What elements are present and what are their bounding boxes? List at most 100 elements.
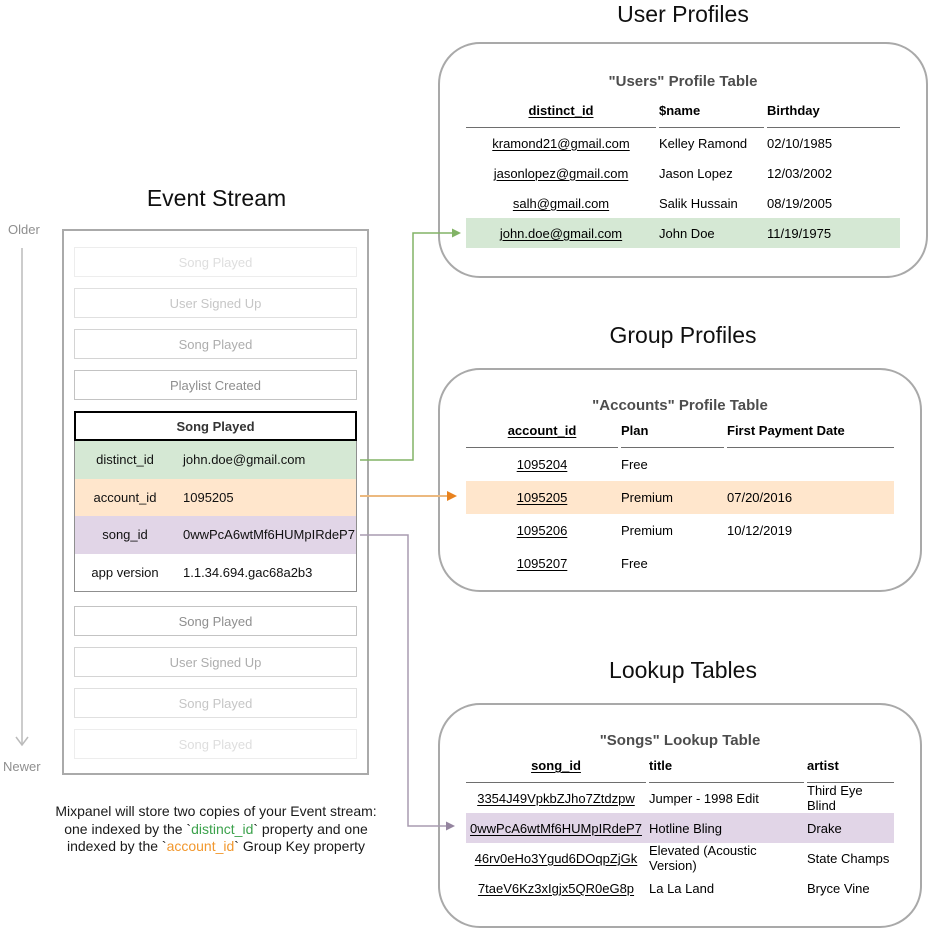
property-value: 0wwPcA6wtMf6HUMpIRdeP7 xyxy=(183,527,355,543)
cell-title: Elevated (Acoustic Version) xyxy=(649,843,757,873)
table-row: 46rv0eHo3Ygud6DOqpZjGk Elevated (Acousti… xyxy=(466,843,894,873)
property-value: 1095205 xyxy=(183,489,234,505)
property-value: john.doe@gmail.com xyxy=(183,452,306,468)
table-row: 7taeV6Kz3xIgjx5QR0eG8p La La Land Bryce … xyxy=(466,873,894,903)
event-label: Song Played xyxy=(178,736,253,752)
cell-name: Kelley Ramond xyxy=(659,135,748,151)
accounts-col-plan: Plan xyxy=(621,423,724,448)
group-profiles-title: Group Profiles xyxy=(609,322,757,348)
property-row-app-version: app version 1.1.34.694.gac68a2b3 xyxy=(75,554,356,592)
caption-distinct-id: distinct_id xyxy=(191,820,254,837)
table-row: salh@gmail.com Salik Hussain 08/19/2005 xyxy=(466,188,900,218)
property-row-song-id: song_id 0wwPcA6wtMf6HUMpIRdeP7 xyxy=(75,516,356,554)
songs-col-song-id: song_id xyxy=(466,758,646,783)
older-label: Older xyxy=(8,222,40,237)
cell-account-id: 1095205 xyxy=(516,490,568,505)
accounts-profile-card: "Accounts" Profile Table account_id Plan… xyxy=(438,368,922,592)
cell-account-id: 1095206 xyxy=(516,523,568,538)
table-row: 3354J49VpkbZJho7Ztdzpw Jumper - 1998 Edi… xyxy=(466,783,894,813)
cell-account-id: 1095204 xyxy=(516,457,568,472)
table-row: jasonlopez@gmail.com Jason Lopez 12/03/2… xyxy=(466,158,900,188)
users-col-name: $name xyxy=(659,103,764,128)
cell-name: Salik Hussain xyxy=(659,195,738,211)
cell-distinct-id: john.doe@gmail.com xyxy=(499,225,623,241)
cell-plan: Free xyxy=(621,556,648,571)
cell-plan: Premium xyxy=(621,490,674,505)
songs-lookup-card: "Songs" Lookup Table song_id title artis… xyxy=(438,703,922,928)
caption-text: indexed by the ` xyxy=(66,838,167,854)
property-row-distinct-id: distinct_id john.doe@gmail.com xyxy=(75,441,356,479)
table-row: 1095204 Free xyxy=(466,448,894,481)
event-label: User Signed Up xyxy=(169,295,262,311)
cell-title: Jumper - 1998 Edit xyxy=(649,790,759,806)
property-key: song_id xyxy=(102,527,148,543)
expanded-event-title: Song Played xyxy=(74,411,357,441)
cell-plan: Premium xyxy=(621,523,674,538)
event-box-faded: Song Played xyxy=(74,688,357,718)
caption-text: Mixpanel will store two copies of your E… xyxy=(55,803,377,819)
event-label: Playlist Created xyxy=(169,377,262,393)
table-row-highlighted: 1095205 Premium 07/20/2016 xyxy=(466,481,894,514)
cell-name: Jason Lopez xyxy=(659,165,733,181)
cell-plan: Free xyxy=(621,457,648,472)
cell-artist: Bryce Vine xyxy=(807,880,870,896)
cell-first-payment-date: 07/20/2016 xyxy=(727,490,793,505)
cell-song-id: 3354J49VpkbZJho7Ztdzpw xyxy=(477,790,635,806)
property-key: app version xyxy=(91,564,159,580)
table-row: 1095206 Premium 10/12/2019 xyxy=(466,514,894,547)
diagram-caption: Mixpanel will store two copies of your E… xyxy=(20,803,412,856)
table-row-highlighted: 0wwPcA6wtMf6HUMpIRdeP7 Hotline Bling Dra… xyxy=(466,813,894,843)
event-box-faded: Song Played xyxy=(74,606,357,636)
songs-table-header: song_id title artist xyxy=(466,758,894,783)
property-row-account-id: account_id 1095205 xyxy=(75,478,356,516)
cell-song-id: 7taeV6Kz3xIgjx5QR0eG8p xyxy=(477,880,635,896)
newer-label: Newer xyxy=(3,759,41,774)
cell-artist: Third Eye Blind xyxy=(807,783,863,813)
event-box-faded: Playlist Created xyxy=(74,370,357,400)
accounts-table-heading: "Accounts" Profile Table xyxy=(592,397,768,414)
cell-birthday: 02/10/1985 xyxy=(767,135,833,151)
users-profile-card: "Users" Profile Table distinct_id $name … xyxy=(438,42,928,278)
caption-account-id: account_id xyxy=(166,838,235,854)
caption-text: one indexed by the ` xyxy=(64,820,192,837)
cell-artist: Drake xyxy=(807,820,842,836)
table-row-highlighted: john.doe@gmail.com John Doe 11/19/1975 xyxy=(466,218,900,248)
cell-first-payment-date: 10/12/2019 xyxy=(727,523,793,538)
event-label: Song Played xyxy=(178,695,253,711)
table-row: kramond21@gmail.com Kelley Ramond 02/10/… xyxy=(466,128,900,158)
cell-distinct-id: salh@gmail.com xyxy=(512,195,610,211)
event-box-faded: Song Played xyxy=(74,329,357,359)
event-box-faded: User Signed Up xyxy=(74,647,357,677)
lookup-tables-title: Lookup Tables xyxy=(609,657,757,683)
caption-text: ` Group Key property xyxy=(234,838,366,854)
table-row: 1095207 Free xyxy=(466,547,894,580)
event-label: Song Played xyxy=(178,613,253,629)
expanded-event-card: Song Played distinct_id john.doe@gmail.c… xyxy=(74,411,357,592)
songs-table-heading: "Songs" Lookup Table xyxy=(599,732,761,749)
cell-song-id: 0wwPcA6wtMf6HUMpIRdeP7 xyxy=(470,820,642,836)
cell-name: John Doe xyxy=(659,225,715,241)
caption-line: indexed by the `account_id` Group Key pr… xyxy=(20,838,412,856)
caption-line: Mixpanel will store two copies of your E… xyxy=(20,803,412,821)
event-box-faded: User Signed Up xyxy=(74,288,357,318)
users-table-header: distinct_id $name Birthday xyxy=(466,103,900,128)
property-key: account_id xyxy=(93,489,157,505)
cell-birthday: 08/19/2005 xyxy=(767,195,833,211)
timeline-arrow xyxy=(15,248,29,747)
caption-line: one indexed by the `distinct_id` propert… xyxy=(20,821,412,839)
event-box-faded: Song Played xyxy=(74,729,357,759)
cell-title: La La Land xyxy=(649,880,715,896)
songs-col-title: title xyxy=(649,758,804,783)
cell-title: Hotline Bling xyxy=(649,820,722,836)
expanded-event-properties: distinct_id john.doe@gmail.com account_i… xyxy=(74,441,357,592)
cell-distinct-id: kramond21@gmail.com xyxy=(492,135,630,151)
event-label: Song Played xyxy=(178,254,253,270)
songs-col-artist: artist xyxy=(807,758,894,783)
users-table-heading: "Users" Profile Table xyxy=(608,73,758,90)
event-label: Song Played xyxy=(178,336,253,352)
caption-text: ` property and one xyxy=(253,820,368,837)
event-label: User Signed Up xyxy=(169,654,262,670)
cell-birthday: 12/03/2002 xyxy=(767,165,833,181)
event-stream-box: Song Played User Signed Up Song Played P… xyxy=(62,229,369,775)
